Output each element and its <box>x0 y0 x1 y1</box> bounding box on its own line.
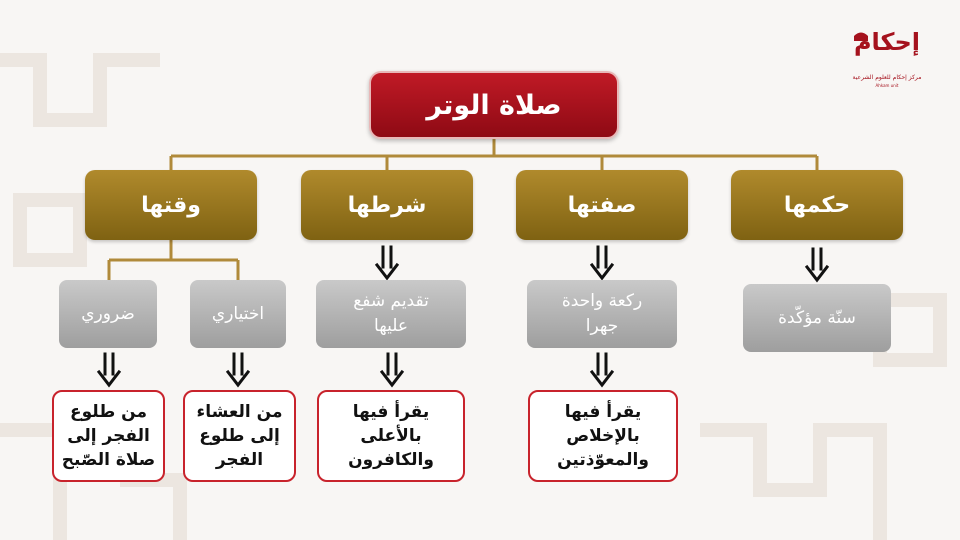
result-line: بالأعلى <box>360 426 422 446</box>
arrow-down-icon <box>380 352 404 388</box>
detail-shart: تقديم شفع عليها <box>316 280 466 348</box>
detail-line: جهرا <box>585 316 619 336</box>
result-line: من العشاء <box>196 402 283 422</box>
brand-logo: إحكام مركز إحكام للعلوم الشرعية Ahkam un… <box>846 26 928 96</box>
logo-title: إحكام <box>853 28 921 56</box>
root-node: صلاة الوتر <box>369 71 619 139</box>
logo-subtitle: مركز إحكام للعلوم الشرعية <box>852 74 922 81</box>
arrow-down-icon <box>375 245 399 281</box>
category-label: شرطها <box>347 192 427 218</box>
category-sifa: صفتها <box>516 170 688 240</box>
root-title: صلاة الوتر <box>426 89 562 121</box>
detail-text: سنّة مؤكّدة <box>778 307 856 328</box>
category-waqt: وقتها <box>85 170 257 240</box>
category-label: صفتها <box>567 192 637 218</box>
detail-line: تقديم شفع <box>353 291 429 311</box>
category-shart: شرطها <box>301 170 473 240</box>
detail-text: اختياري <box>211 303 265 324</box>
result-line: الفجر <box>215 450 264 470</box>
result-line: والمعوّذتين <box>557 450 649 470</box>
arrow-down-icon <box>97 352 121 388</box>
category-label: وقتها <box>141 192 201 218</box>
detail-daruri: ضروري <box>59 280 157 348</box>
category-label: حكمها <box>783 192 851 218</box>
arrow-down-icon <box>590 245 614 281</box>
result-line: يقرأ فيها <box>352 402 430 422</box>
result-line: صلاة الصّبح <box>61 450 156 470</box>
arrow-down-icon <box>590 352 614 388</box>
result-daruri: من طلوع الفجر إلى صلاة الصّبح <box>52 390 165 482</box>
result-sifa: يقرأ فيها بالإخلاص والمعوّذتين <box>528 390 678 482</box>
logo-english: Ahkam unit <box>875 83 899 88</box>
detail-line: ركعة واحدة <box>561 291 643 311</box>
detail-text: ضروري <box>81 303 135 324</box>
result-line: إلى طلوع <box>199 426 280 446</box>
result-line: بالإخلاص <box>566 426 640 446</box>
result-ikhtiyari: من العشاء إلى طلوع الفجر <box>183 390 296 482</box>
detail-sifa: ركعة واحدة جهرا <box>527 280 677 348</box>
result-line: يقرأ فيها <box>564 402 642 422</box>
arrow-down-icon <box>805 247 829 283</box>
result-line: الفجر إلى <box>67 426 150 446</box>
result-line: من طلوع <box>70 402 147 422</box>
mosque-icon <box>854 32 868 41</box>
result-line: والكافرون <box>348 450 434 470</box>
result-shart: يقرأ فيها بالأعلى والكافرون <box>317 390 465 482</box>
detail-hukm: سنّة مؤكّدة <box>743 284 891 352</box>
category-hukm: حكمها <box>731 170 903 240</box>
detail-line: عليها <box>374 316 408 336</box>
detail-ikhtiyari: اختياري <box>190 280 286 348</box>
arrow-down-icon <box>226 352 250 388</box>
